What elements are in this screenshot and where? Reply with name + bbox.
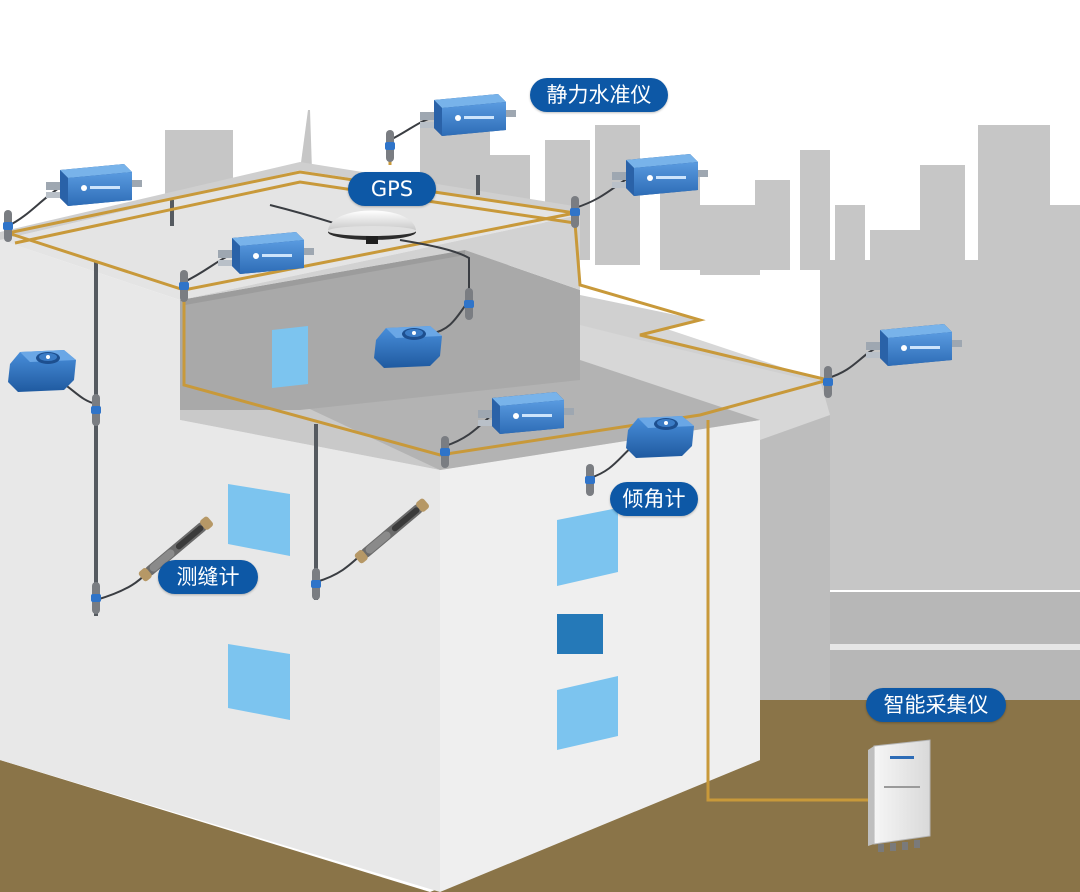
label-gps: GPS — [348, 172, 436, 206]
building — [0, 162, 830, 892]
inclinometer-icon — [626, 416, 694, 458]
ground — [0, 760, 430, 892]
label-collector: 智能采集仪 — [866, 688, 1006, 722]
label-level-gauge: 静力水准仪 — [530, 78, 668, 112]
label-crack-meter: 测缝计 — [158, 560, 258, 594]
level-gauge-icon — [46, 164, 142, 206]
data-collector-icon — [868, 739, 931, 852]
inclinometer-icon — [8, 350, 76, 392]
gps-antenna-icon — [328, 210, 416, 244]
inclinometer-icon — [374, 326, 442, 368]
windows — [228, 326, 618, 750]
label-inclinometer: 倾角计 — [610, 482, 698, 516]
